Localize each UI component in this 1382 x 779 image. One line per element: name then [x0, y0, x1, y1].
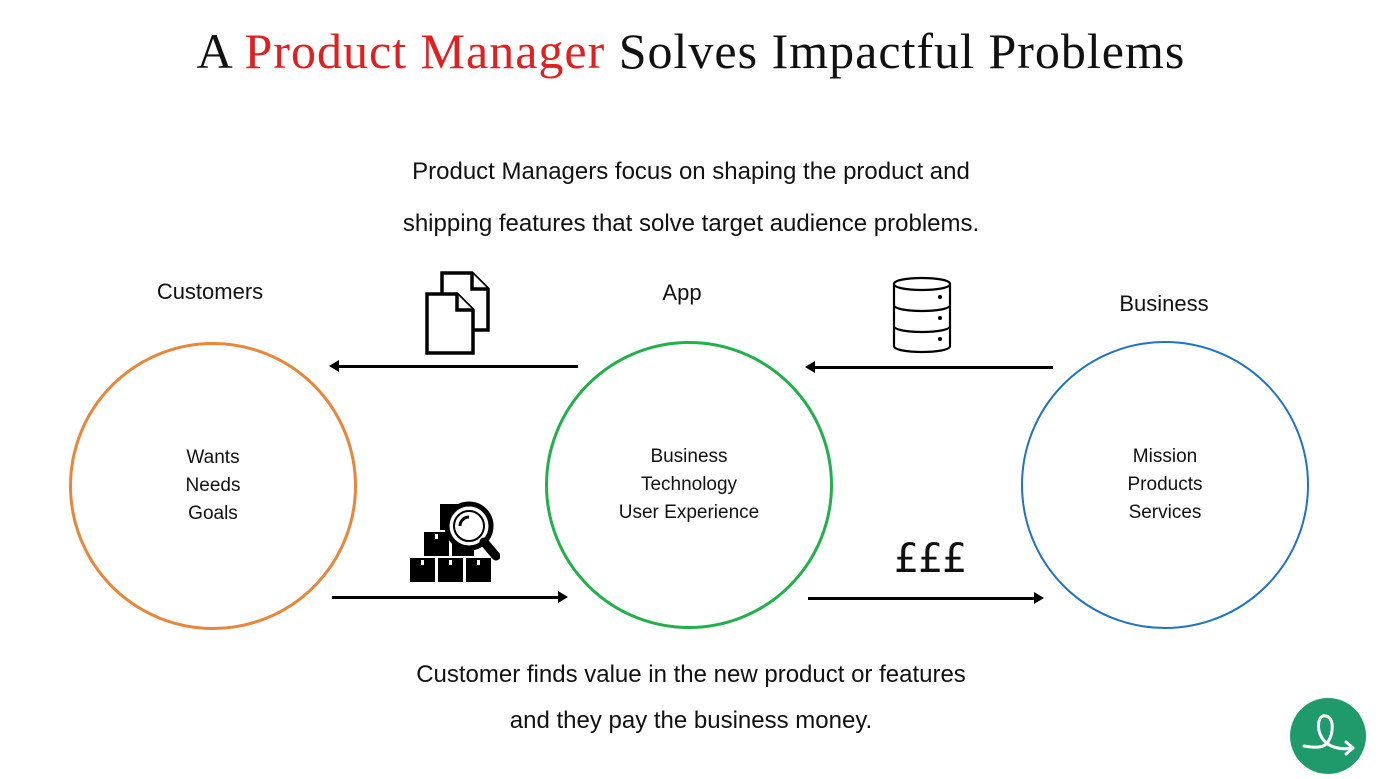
product-research-icon: [410, 501, 500, 582]
business-items: Mission Products Services: [1065, 443, 1265, 527]
business-item: Products: [1127, 474, 1203, 495]
intro-line-2: shipping features that solve target audi…: [402, 210, 980, 237]
app-item: User Experience: [618, 502, 760, 523]
loop-arrow-logo-icon: [1302, 714, 1355, 756]
customers-circle: [69, 342, 357, 630]
app-to-customers-arrow: [329, 360, 578, 372]
title-prefix: A: [196, 23, 245, 79]
customers-item: Needs: [185, 475, 241, 496]
customers-to-app-arrow: [332, 591, 568, 603]
customers-label: Customers: [156, 279, 264, 304]
business-to-app-arrow: [805, 361, 1053, 373]
footer-line-1: Customer finds value in the new product …: [416, 661, 966, 688]
app-circle: [545, 341, 833, 629]
customers-item: Goals: [188, 503, 238, 524]
title-suffix: Solves Impactful Problems: [605, 23, 1186, 79]
intro-line-1: Product Managers focus on shaping the pr…: [412, 158, 970, 185]
app-item: Business: [650, 446, 728, 467]
title-highlight: Product Manager: [244, 23, 606, 79]
logo-badge: [1290, 698, 1366, 774]
app-label: App: [662, 280, 702, 305]
customers-items: Wants Needs Goals: [113, 444, 313, 528]
business-label: Business: [1119, 291, 1209, 316]
app-to-business-arrow: [808, 592, 1044, 604]
business-item: Services: [1128, 502, 1202, 523]
footer-line-2: and they pay the business money.: [509, 707, 873, 734]
app-items: Business Technology User Experience: [589, 443, 789, 527]
page-title: A Product Manager Solves Impactful Probl…: [0, 22, 1382, 80]
money-label: £££: [893, 536, 967, 582]
business-item: Mission: [1132, 446, 1198, 467]
database-icon: [892, 276, 952, 354]
app-item: Technology: [640, 474, 738, 495]
business-circle: [1021, 341, 1309, 629]
documents-icon: [425, 271, 490, 355]
customers-item: Wants: [186, 447, 240, 468]
